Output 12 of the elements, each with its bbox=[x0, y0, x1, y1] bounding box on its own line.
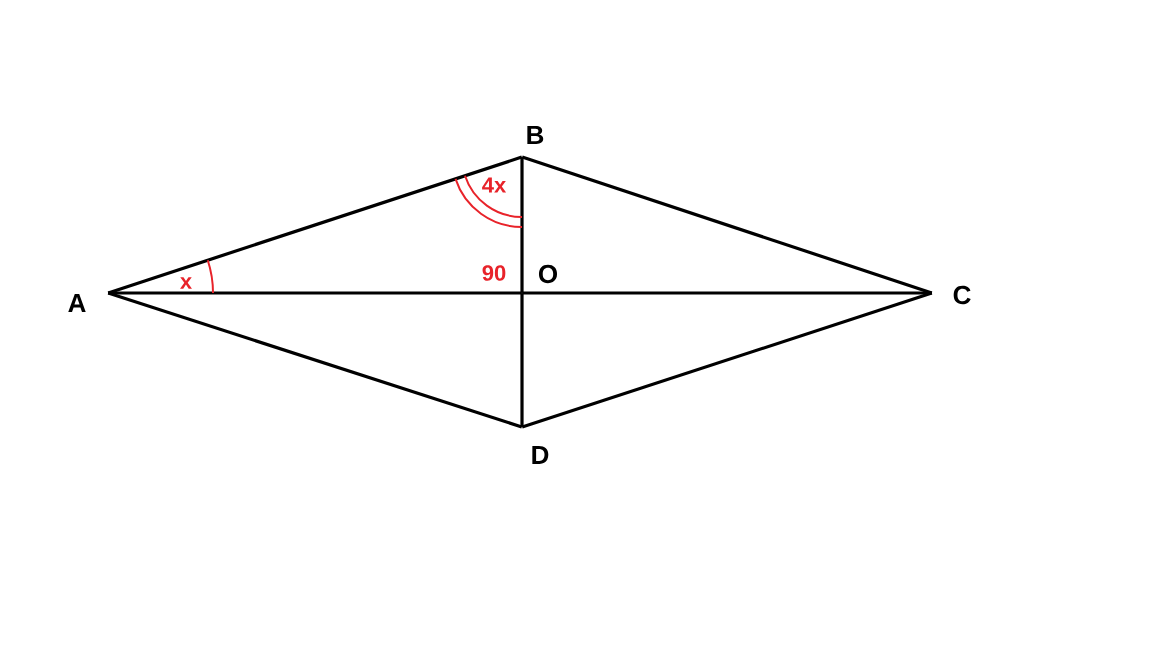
point-label: D bbox=[532, 446, 549, 464]
point-label: O bbox=[538, 264, 558, 284]
angle-label: 90 bbox=[482, 265, 506, 281]
angle-label: x bbox=[180, 277, 192, 289]
point-label: B bbox=[527, 126, 544, 144]
line-segment bbox=[520, 157, 524, 293]
angle-label: 4x bbox=[482, 177, 507, 193]
point-label: C bbox=[953, 285, 971, 305]
line-segment bbox=[108, 291, 522, 295]
line-segment bbox=[520, 293, 524, 427]
line-segment bbox=[522, 291, 932, 295]
point-label: A bbox=[68, 294, 86, 312]
